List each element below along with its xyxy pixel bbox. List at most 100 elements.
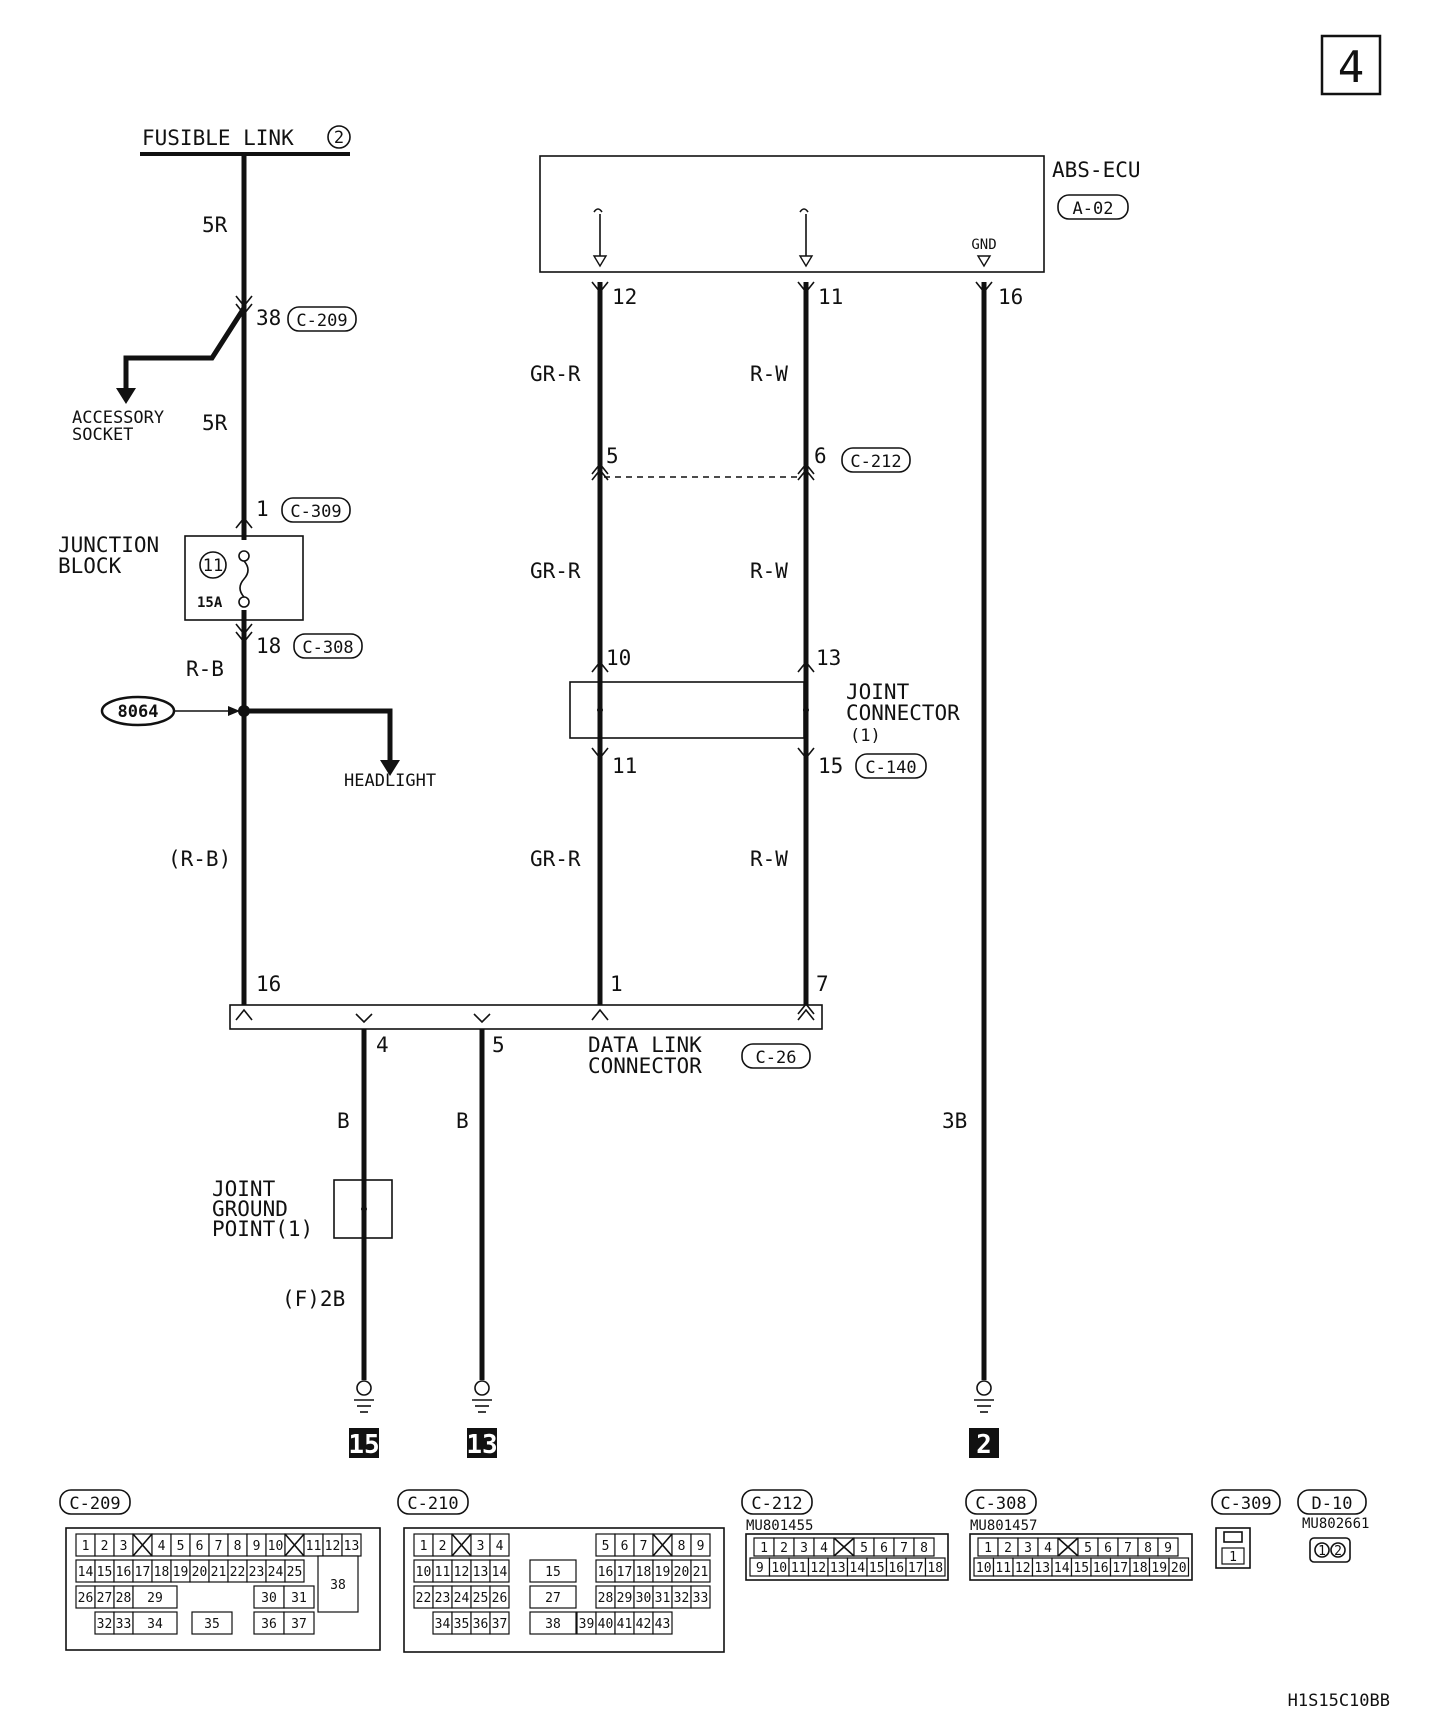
tag-c309: C-309	[281, 497, 351, 523]
joint-connector-top-marks	[591, 660, 815, 673]
c209-pin-8: 8	[234, 1539, 242, 1554]
c308-pin-x4-blank	[1057, 1537, 1079, 1557]
svg-text:C-212: C-212	[751, 1494, 802, 1514]
data-link-connector: 16 1 7 4 5 DATA LINK CONNECTOR C-26	[229, 972, 829, 1078]
wire-label-f2b: (F)2B	[282, 1287, 345, 1311]
c209-pin-31: 31	[291, 1591, 307, 1606]
c210-pin-17: 17	[617, 1565, 633, 1580]
c209-pin-32: 32	[97, 1617, 113, 1632]
svg-text:8064: 8064	[118, 702, 159, 722]
c308-pin-16: 16	[1093, 1561, 1109, 1576]
pin-ecu-12: 12	[612, 285, 637, 309]
fusible-link-label: FUSIBLE LINK	[142, 126, 294, 150]
c210-pin-16: 16	[598, 1565, 614, 1580]
svg-text:C-210: C-210	[407, 1494, 458, 1514]
c210-pin-2: 2	[439, 1539, 447, 1554]
pin-c212-6: 6	[814, 444, 827, 468]
c210-pin-32: 32	[674, 1591, 690, 1606]
c212-pin-16: 16	[888, 1561, 904, 1576]
pin-c209-38: 38	[256, 306, 281, 330]
d10-pin-1: 1	[1318, 1544, 1326, 1559]
wire-label-rb-paren: (R-B)	[168, 847, 231, 871]
wire-label-grr-1: GR-R	[530, 362, 581, 386]
c210-pin-21: 21	[693, 1565, 709, 1580]
c212-pin-1: 1	[760, 1541, 768, 1556]
c210-pin-25: 25	[473, 1591, 489, 1606]
c212-pin-18: 18	[927, 1561, 943, 1576]
c212-pin-14: 14	[849, 1561, 865, 1576]
tag-a02: A-02	[1057, 194, 1129, 220]
c209-pin-19: 19	[173, 1565, 189, 1580]
connector-view-c309: C-309 1	[1211, 1489, 1281, 1569]
c210-pin-22: 22	[416, 1591, 432, 1606]
diagram-code: H1S15C10BB	[1288, 1691, 1390, 1711]
pin-dlc-5: 5	[492, 1033, 505, 1057]
splice-8064: 8064	[100, 695, 250, 727]
c209-pin-1: 1	[82, 1539, 90, 1554]
c210-pin-37: 37	[492, 1617, 508, 1632]
pin-dlc-1: 1	[610, 972, 623, 996]
d10-pin-2: 2	[1334, 1544, 1342, 1559]
svg-text:C-209: C-209	[69, 1494, 120, 1514]
c209-pin-35: 35	[204, 1617, 220, 1632]
c308-part-number: MU801457	[970, 1518, 1037, 1534]
ecu-terminal-11	[799, 208, 809, 256]
svg-text:C-309: C-309	[290, 502, 341, 522]
c209-pin-5: 5	[177, 1539, 185, 1554]
c209-pin-14: 14	[78, 1565, 94, 1580]
c209-pin-10: 10	[268, 1539, 284, 1554]
c212-pin-8: 8	[920, 1541, 928, 1556]
c308-pin-10: 10	[976, 1561, 992, 1576]
pin-c308-18: 18	[256, 634, 281, 658]
c212-pin-3: 3	[800, 1541, 808, 1556]
jgp-label-1: JOINT	[212, 1177, 276, 1201]
c210-pin-10: 10	[416, 1565, 432, 1580]
svg-text:A-02: A-02	[1073, 199, 1114, 219]
c308-pin-12: 12	[1015, 1561, 1031, 1576]
c210-pin-6: 6	[621, 1539, 629, 1554]
joint-connector-bottom-marks	[591, 747, 815, 760]
c308-pin-17: 17	[1112, 1561, 1128, 1576]
c210-pin-14: 14	[492, 1565, 508, 1580]
pin-ecu-11: 11	[818, 285, 843, 309]
c209-pin-24: 24	[268, 1565, 284, 1580]
c210-pin-9: 9	[697, 1539, 705, 1554]
pin-c309-1: 1	[256, 497, 269, 521]
connector-c308-mark	[235, 623, 253, 644]
c210-pin-4: 4	[496, 1539, 504, 1554]
c209-pin-15: 15	[97, 1565, 113, 1580]
pin-ecu-16: 16	[998, 285, 1023, 309]
c210-pin-15: 15	[545, 1565, 561, 1580]
c209-pin-36: 36	[261, 1617, 277, 1632]
c212-pin-13: 13	[830, 1561, 846, 1576]
wire-label-b-1: B	[337, 1109, 350, 1133]
c212-pin-2: 2	[780, 1541, 788, 1556]
c210-pin-30: 30	[636, 1591, 652, 1606]
junction-block-label-1: JUNCTION	[58, 533, 159, 557]
joint-connector-label-3: (1)	[850, 726, 881, 746]
c209-pin-22: 22	[230, 1565, 246, 1580]
wire-label-rw-2: R-W	[750, 559, 788, 583]
joint-connector-label-2: CONNECTOR	[846, 701, 960, 725]
c210-pin-43-cell	[652, 1611, 673, 1635]
d10-part-number: MU802661	[1302, 1516, 1369, 1532]
c209-pin-29-cell	[132, 1585, 178, 1609]
c209-pin-9: 9	[253, 1539, 261, 1554]
c210-pin-28: 28	[598, 1591, 614, 1606]
c212-pin-18-cell	[924, 1557, 946, 1577]
c209-pin-17: 17	[135, 1565, 151, 1580]
c308-pin-20: 20	[1171, 1561, 1187, 1576]
ecu-terminal-12	[593, 208, 603, 256]
page-number-box: 4	[1320, 34, 1382, 96]
c210-pin-x3-blank	[652, 1533, 673, 1557]
c210-pin-39: 39	[579, 1617, 595, 1632]
c210-pin-1: 1	[420, 1539, 428, 1554]
c209-pin-21: 21	[211, 1565, 227, 1580]
c308-pin-2: 2	[1004, 1541, 1012, 1556]
c308-pin-4: 4	[1044, 1541, 1052, 1556]
c209-pin-25-cell	[284, 1559, 305, 1583]
